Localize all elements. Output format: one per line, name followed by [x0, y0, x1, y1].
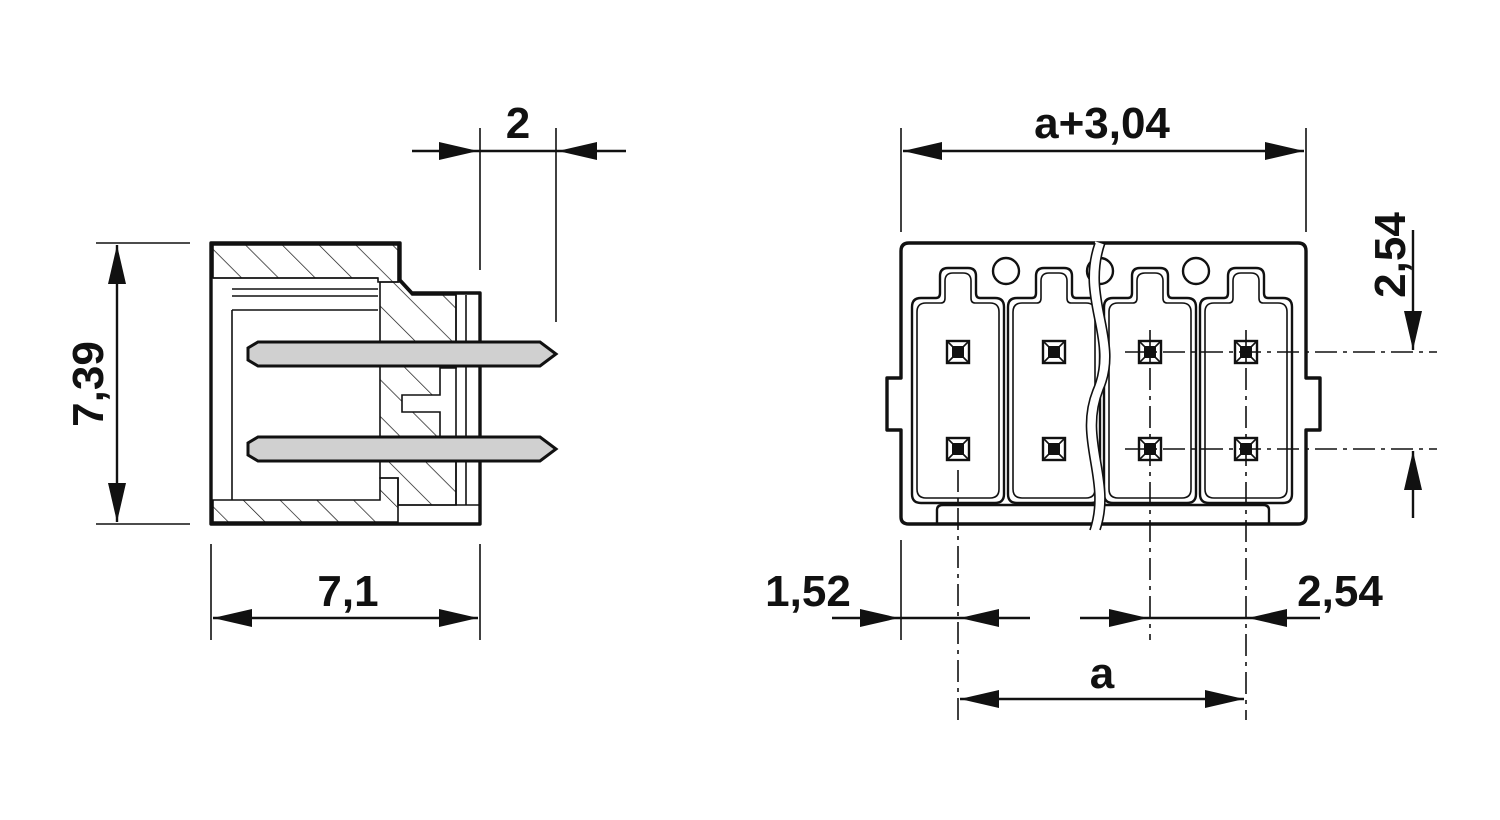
front-chamber-inner [916, 272, 1000, 499]
arrow-icon [558, 142, 597, 160]
arrow-icon [1404, 311, 1422, 350]
arrow-icon [1205, 690, 1244, 708]
front-contact-cross [1042, 437, 1066, 461]
dim-label-length: 7,1 [317, 567, 378, 616]
dim-label-pitch: 2,54 [1297, 567, 1383, 616]
front-contact-square [945, 339, 971, 365]
side-view: 7,39 7,1 2 [64, 99, 626, 640]
front-contact-square [945, 436, 971, 462]
dim-label-edge-offset: 1,52 [765, 567, 851, 616]
arrow-icon [439, 142, 478, 160]
arrow-icon [439, 609, 478, 627]
arrow-icon [108, 483, 126, 522]
front-chamber-outer [1006, 266, 1102, 505]
arrow-icon [960, 690, 999, 708]
side-pin-upper [246, 340, 559, 368]
front-chamber-inner [1204, 272, 1288, 499]
dim-label-row-pitch: 2,54 [1366, 212, 1415, 298]
arrow-icon [1404, 451, 1422, 490]
front-chamber-inner [1108, 272, 1192, 499]
arrow-icon [108, 245, 126, 284]
front-chamber-outer [1198, 266, 1294, 505]
arrow-icon [860, 609, 899, 627]
front-break-line [1086, 241, 1110, 532]
arrow-icon [1248, 609, 1287, 627]
front-coding-hole [991, 256, 1021, 286]
front-contact-cross [946, 340, 970, 364]
dim-label-pin-projection: 2 [506, 99, 530, 148]
arrow-icon [1265, 142, 1304, 160]
front-view: a+3,04 2,54 1,52 2,54 a [765, 99, 1437, 720]
front-contact-cross [1042, 340, 1066, 364]
front-break-line-edge [1095, 242, 1111, 531]
front-chamber-outer [910, 266, 1006, 505]
arrow-icon [903, 142, 942, 160]
front-contact-cross [946, 437, 970, 461]
dim-label-height: 7,39 [64, 341, 113, 427]
dim-label-total-width: a+3,04 [1034, 99, 1170, 148]
front-contact-square [1041, 436, 1067, 462]
arrow-icon [960, 609, 999, 627]
dim-label-span: a [1090, 649, 1115, 698]
arrow-icon [213, 609, 252, 627]
front-break-line-edge [1085, 242, 1101, 531]
front-coding-hole [1181, 256, 1211, 286]
side-top-wall-hatch [212, 244, 399, 283]
side-pin-lower [246, 435, 559, 463]
front-chamber-inner [1012, 272, 1096, 499]
arrow-icon [1109, 609, 1148, 627]
front-contact-square [1041, 339, 1067, 365]
